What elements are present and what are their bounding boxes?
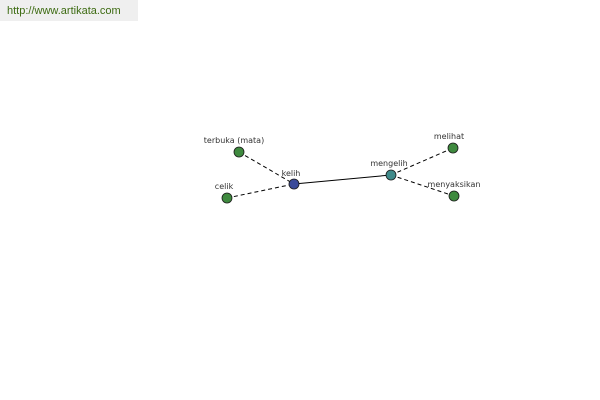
edge-celik-kelih [226,183,295,199]
edge-mengelih-melihat [390,147,454,176]
node-celik[interactable] [221,192,233,204]
node-label-terbuka[interactable]: terbuka (mata) [204,136,264,145]
node-mengelih[interactable] [385,169,397,181]
node-label-celik[interactable]: celik [215,182,234,191]
graph-labels: terbuka (mata) celik kelih mengelih melihat m… [204,132,481,191]
edge-terbuka-kelih [238,151,295,185]
edge-kelih-mengelih [293,174,392,185]
graph-edges [226,147,455,199]
node-menyaksikan[interactable] [448,190,460,202]
node-melihat[interactable] [447,142,459,154]
node-kelih[interactable] [288,178,300,190]
node-label-menyaksikan[interactable]: menyaksikan [428,180,481,189]
url-bar: http://www.artikata.com [0,0,138,21]
node-label-melihat[interactable]: melihat [434,132,464,141]
node-label-mengelih[interactable]: mengelih [370,159,407,168]
node-label-kelih[interactable]: kelih [282,169,301,178]
site-url-link[interactable]: http://www.artikata.com [7,5,121,17]
graph-nodes [221,142,460,204]
node-terbuka[interactable] [233,146,245,158]
